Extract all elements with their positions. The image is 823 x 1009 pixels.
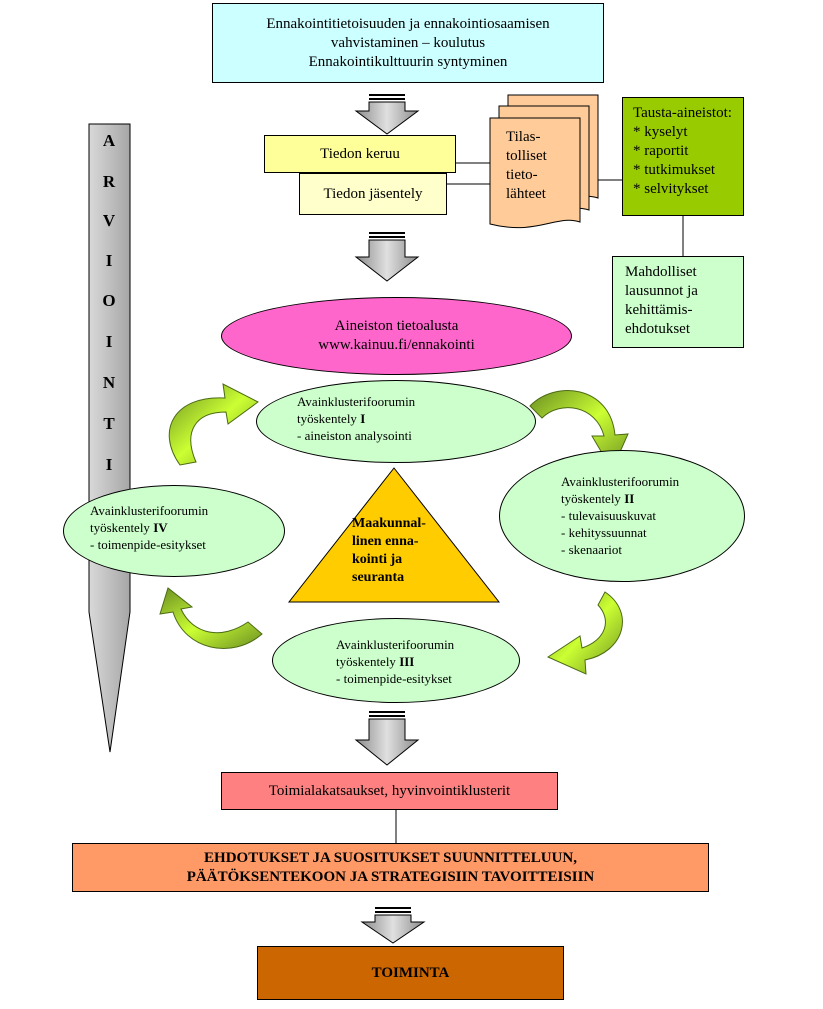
triangle-text: Maakunnal- linen enna- kointi ja seurant…: [352, 515, 426, 587]
down-arrow-4: [360, 907, 426, 944]
statistics-line-4: lähteet: [506, 186, 546, 202]
forum-2-text: Avainklusterifoorumin työskentely II - t…: [561, 473, 679, 558]
forum-3-line-1: Avainklusterifoorumin: [336, 637, 455, 652]
forum-2-line-4: - kehityssuunnat: [561, 525, 647, 540]
forum-4-text: Avainklusterifoorumin työskentely IV - t…: [90, 502, 208, 553]
training-line-3: Ennakointikulttuurin syntyminen: [308, 53, 508, 70]
forum-2-line-1: Avainklusterifoorumin: [561, 474, 680, 489]
curved-arrow-bottom-left: [159, 587, 263, 649]
forum-3-ellipse: [272, 618, 520, 703]
action-box: TOIMINTA: [257, 946, 564, 1000]
background-materials-box: Tausta-aineistot: * kyselyt * raportit *…: [622, 97, 744, 216]
background-item-4: * selvitykset: [633, 181, 709, 197]
data-structuring-box: Tiedon jäsentely: [299, 173, 447, 215]
forum-4-ellipse: [63, 485, 285, 577]
industry-reviews-box: Toimialakatsaukset, hyvinvointiklusterit: [221, 772, 558, 810]
triangle-line-4: seuranta: [352, 570, 405, 585]
statistics-line-3: tieto-: [506, 167, 538, 183]
forecasting-triangle: [287, 467, 501, 603]
training-line-2: vahvistaminen – koulutus: [330, 34, 486, 51]
arviointi-letter-4: I: [105, 251, 113, 270]
forum-2-ellipse: [499, 450, 745, 582]
background-title: Tausta-aineistot:: [633, 105, 732, 121]
arviointi-letter-8: T: [103, 414, 115, 433]
forum-2-number: II: [624, 491, 635, 506]
forum-1-line-2: työskentely: [297, 411, 361, 426]
data-structuring-label: Tiedon jäsentely: [323, 185, 423, 202]
arviointi-letter-7: N: [102, 373, 116, 392]
proposals-line-1: EHDOTUKSET JA SUOSITUKSET SUUNNITTELUUN,: [204, 849, 577, 866]
background-item-1: * kyselyt: [633, 124, 688, 140]
forum-4-line-1: Avainklusterifoorumin: [90, 503, 209, 518]
statements-line-4: ehdotukset: [625, 321, 690, 337]
forum-2-line-3: - tulevaisuuskuvat: [561, 508, 656, 523]
data-platform-ellipse: Aineiston tietoalusta www.kainuu.fi/enna…: [221, 297, 572, 375]
down-arrow-1: [354, 94, 420, 135]
triangle-line-1: Maakunnal-: [352, 516, 426, 531]
training-line-1: Ennakointitietoisuuden ja ennakointiosaa…: [266, 15, 550, 32]
training-box: Ennakointitietoisuuden ja ennakointiosaa…: [212, 3, 604, 83]
forum-1-ellipse: [256, 380, 536, 463]
platform-line-2: www.kainuu.fi/ennakointi: [318, 337, 475, 353]
data-collection-box: Tiedon keruu: [264, 135, 456, 173]
statistics-line-1: Tilas-: [506, 129, 541, 145]
proposals-line-2: PÄÄTÖKSENTEKOON JA STRATEGISIIN TAVOITTE…: [186, 868, 595, 885]
forum-2-line-5: - skenaariot: [561, 542, 623, 557]
forum-3-text: Avainklusterifoorumin työskentely III - …: [336, 636, 454, 687]
background-item-2: * raportit: [633, 143, 689, 159]
forum-1-text: Avainklusterifoorumin työskentely I - ai…: [297, 393, 415, 444]
forum-3-line-3: - toimenpide-esitykset: [336, 671, 452, 686]
forum-1-number: I: [360, 411, 366, 426]
statements-line-3: kehittämis-: [625, 302, 693, 318]
statistics-text: Tilas- tolliset tieto- lähteet: [506, 128, 578, 204]
curved-arrow-bottom-right: [546, 591, 623, 675]
arviointi-letter-9: I: [105, 455, 113, 474]
arviointi-letter-3: V: [102, 211, 116, 230]
curved-arrow-top-left: [168, 383, 259, 466]
statements-box: Mahdolliset lausunnot ja kehittämis- ehd…: [612, 256, 744, 348]
statistics-line-2: tolliset: [506, 148, 547, 164]
statements-line-2: lausunnot ja: [625, 283, 698, 299]
down-arrow-2: [354, 232, 420, 282]
triangle-line-2: linen enna-: [352, 534, 419, 549]
arviointi-letter-6: I: [105, 332, 113, 351]
forum-3-number: III: [399, 654, 415, 669]
forum-4-number: IV: [153, 520, 168, 535]
industry-reviews-label: Toimialakatsaukset, hyvinvointiklusterit: [268, 782, 511, 799]
platform-line-1: Aineiston tietoalusta: [334, 318, 459, 334]
forum-1-line-3: - aineiston analysointi: [297, 428, 412, 443]
proposals-box: EHDOTUKSET JA SUOSITUKSET SUUNNITTELUUN,…: [72, 843, 709, 892]
down-arrow-3: [354, 711, 420, 766]
triangle-line-3: kointi ja: [352, 552, 403, 567]
arviointi-letter-5: O: [102, 291, 116, 310]
data-collection-label: Tiedon keruu: [320, 145, 400, 162]
arviointi-letter-1: A: [102, 131, 116, 150]
background-item-3: * tutkimukset: [633, 162, 716, 178]
forum-2-line-2: työskentely: [561, 491, 625, 506]
forum-4-line-2: työskentely: [90, 520, 154, 535]
forum-3-line-2: työskentely: [336, 654, 400, 669]
forum-1-line-1: Avainklusterifoorumin: [297, 394, 416, 409]
arviointi-letter-2: R: [102, 172, 116, 191]
forum-4-line-3: - toimenpide-esitykset: [90, 537, 206, 552]
action-label: TOIMINTA: [371, 964, 450, 981]
statements-line-1: Mahdolliset: [625, 264, 697, 280]
